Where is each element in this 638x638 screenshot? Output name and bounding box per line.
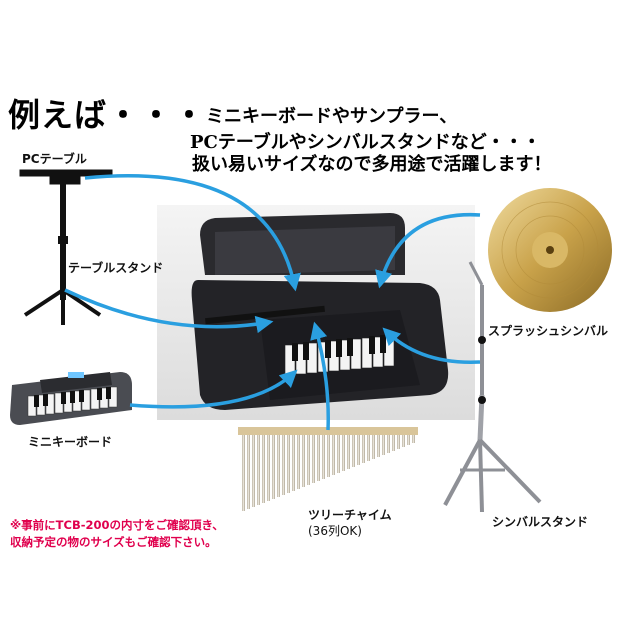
label-cymbal-stand: シンバルスタンド bbox=[492, 515, 589, 529]
arrow-table-stand bbox=[64, 288, 274, 334]
tree-chime-image bbox=[238, 427, 418, 511]
label-splash-cymbal: スプラッシュシンバル bbox=[488, 324, 609, 338]
splash-cymbal-image bbox=[488, 188, 612, 312]
label-table-stand: テーブルスタンド bbox=[68, 261, 164, 275]
arrow-splash-cymbal-lower bbox=[382, 327, 481, 364]
pointer-arrows bbox=[64, 174, 481, 431]
label-tree-chime-sub: (36列OK) bbox=[308, 524, 362, 538]
label-tree-chime: ツリーチャイム bbox=[308, 508, 392, 522]
label-mini-keyboard: ミニキーボード bbox=[28, 435, 113, 449]
caution-note: ※事前にTCB-200の内寸をご確認頂き、 収納予定の物のサイズもご確認下さい。 bbox=[10, 517, 224, 551]
headline-lead: 例えば・・・ bbox=[8, 96, 207, 134]
arrow-mini-keyboard bbox=[129, 369, 298, 409]
arrow-tree-chime bbox=[310, 321, 330, 431]
headline-line2: PCテーブルやシンバルスタンドなど・・・ bbox=[190, 132, 541, 153]
caution-note-line1: ※事前にTCB-200の内寸をご確認頂き、 bbox=[10, 518, 224, 532]
mini-keyboard-image bbox=[10, 372, 132, 425]
headline-line3: 扱い易いサイズなので多用途で活躍します！ bbox=[192, 154, 552, 175]
arrow-splash-cymbal-upper bbox=[375, 212, 481, 289]
headline-line1: ミニキーボードやサンプラー、 bbox=[206, 106, 458, 127]
arrow-pc-table bbox=[84, 174, 301, 292]
cymbal-stand-image bbox=[443, 261, 542, 513]
pc-table-image bbox=[19, 169, 113, 325]
caution-note-line2: 収納予定の物のサイズもご確認下さい。 bbox=[10, 535, 217, 549]
gig-bag-photo bbox=[157, 205, 475, 420]
label-pc-table: PCテーブル bbox=[22, 152, 87, 166]
